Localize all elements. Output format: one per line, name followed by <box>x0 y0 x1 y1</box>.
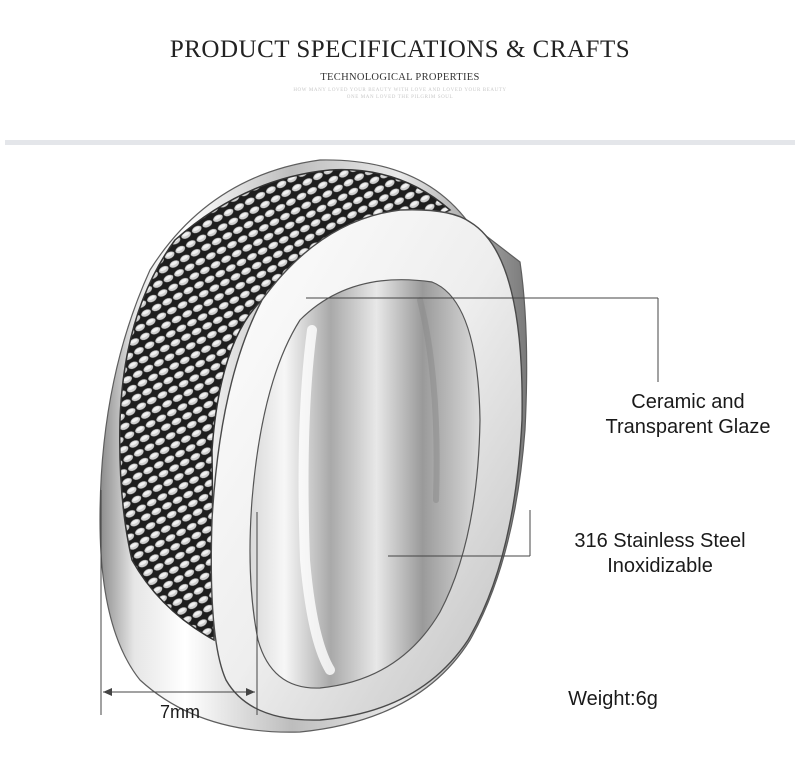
spec-label-weight: Weight:6g <box>568 688 658 710</box>
page-subtitle: TECHNOLOGICAL PROPERTIES <box>320 72 480 83</box>
header-divider <box>5 140 795 145</box>
dimension-arrow-left <box>103 688 112 696</box>
page-title: PRODUCT SPECIFICATIONS & CRAFTS <box>169 36 631 63</box>
spec-label-steel: 316 Stainless Steel Inoxidizable <box>574 530 746 577</box>
spec-label-ceramic: Ceramic and Transparent Glaze <box>605 391 771 438</box>
dimension-arrow-right <box>246 688 255 696</box>
spec-label-width: 7mm <box>160 702 200 722</box>
tagline-line-2: ONE MAN LOVED THE PILGRIM SOUL <box>346 95 454 100</box>
tagline-line-1: HOW MANY LOVED YOUR BEAUTY WITH LOVE AND… <box>293 88 507 93</box>
header: PRODUCT SPECIFICATIONS & CRAFTS TECHNOLO… <box>0 0 800 150</box>
